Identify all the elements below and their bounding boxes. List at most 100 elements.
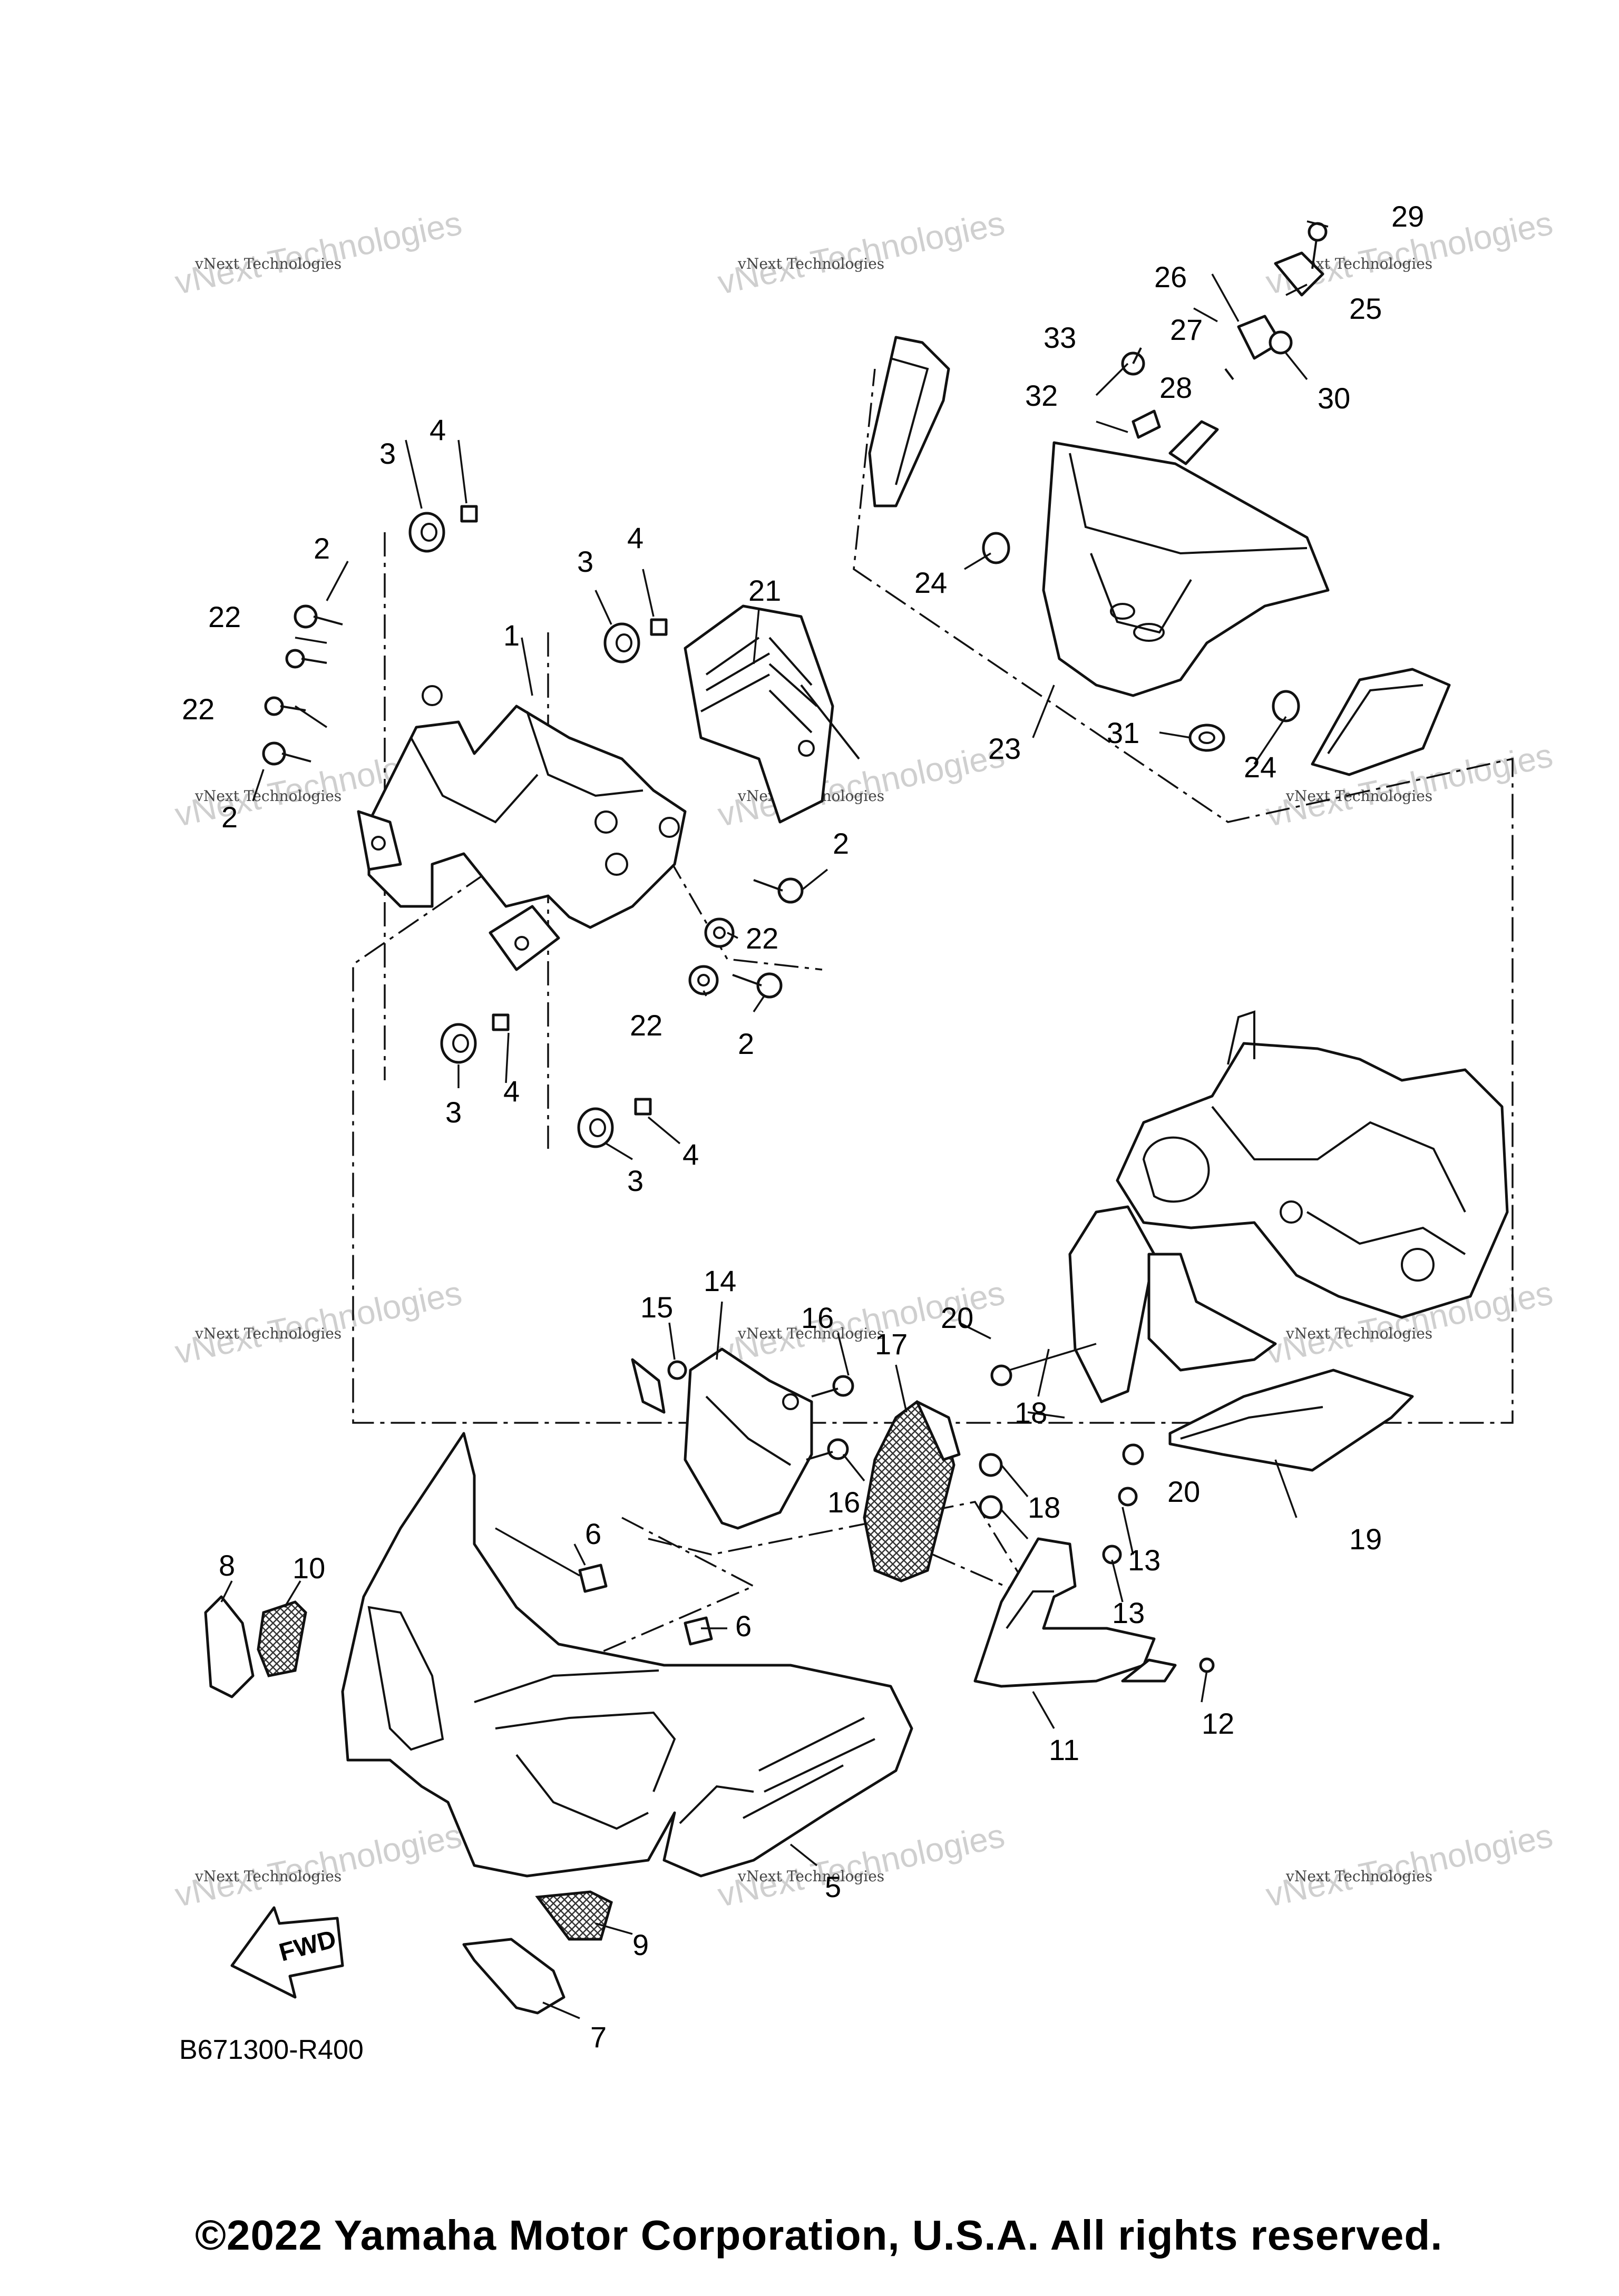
callout-15: 15 xyxy=(640,1291,673,1324)
callout-22: 22 xyxy=(182,692,214,726)
svg-text:vNext Technologies: vNext Technologies xyxy=(172,1274,465,1372)
cowl-left-panel xyxy=(204,1595,307,1698)
callout-5: 5 xyxy=(825,1870,841,1903)
callout-6: 6 xyxy=(735,1609,752,1643)
callout-26: 26 xyxy=(1154,260,1187,294)
callout-16: 16 xyxy=(827,1486,860,1519)
callout-30: 30 xyxy=(1318,382,1350,415)
diagram-code: B671300-R400 xyxy=(179,2035,364,2065)
callout-21: 21 xyxy=(748,574,781,607)
side-cowling-right xyxy=(973,1537,1215,1688)
callout-28: 28 xyxy=(1159,371,1192,404)
svg-text:vNext Technologies: vNext Technologies xyxy=(172,1816,465,1914)
callout-22: 22 xyxy=(630,1009,662,1042)
callout-2: 2 xyxy=(738,1027,754,1060)
grommet xyxy=(408,512,445,553)
headlight-housing xyxy=(1042,441,1330,697)
funnel-bolts xyxy=(667,1360,1138,1565)
callout-13: 13 xyxy=(1112,1596,1145,1629)
front-cowl xyxy=(341,1432,913,1878)
side-cover-panel xyxy=(1068,1205,1414,1472)
callout-20: 20 xyxy=(941,1301,973,1334)
callout-12: 12 xyxy=(1202,1707,1234,1740)
washer-set xyxy=(688,917,735,995)
front-bracket-stay xyxy=(357,685,687,971)
grommet xyxy=(577,1107,614,1148)
leader-lines xyxy=(220,220,1329,2019)
forward-direction-arrow: FWD xyxy=(230,1906,344,1999)
callout-7: 7 xyxy=(590,2020,607,2054)
callout-8: 8 xyxy=(219,1549,235,1582)
watermark: vNext Technologies vNext Technologies xyxy=(172,1274,465,1372)
callout-6: 6 xyxy=(585,1517,601,1550)
callout-4: 4 xyxy=(503,1074,520,1108)
callout-4: 4 xyxy=(682,1138,699,1171)
callout-3: 3 xyxy=(577,545,593,578)
callout-24: 24 xyxy=(1244,750,1276,784)
cowl-clips xyxy=(578,1564,713,1646)
air-duct-grille xyxy=(684,604,860,824)
svg-text:vNext Technologies: vNext Technologies xyxy=(1285,1868,1432,1885)
watermark: vNext Technologies vNext Technologies xyxy=(172,1816,465,1914)
svg-text:vNext Technologies: vNext Technologies xyxy=(172,204,465,302)
watermark: vNext Technologies vNext Technologies xyxy=(172,204,465,302)
callout-numbers: 1 2 2 2 2 3 3 3 3 4 4 4 4 5 6 6 7 8 9 10… xyxy=(182,200,1424,2054)
callout-16: 16 xyxy=(801,1301,834,1334)
callout-2: 2 xyxy=(221,800,238,834)
callout-32: 32 xyxy=(1025,379,1058,412)
svg-text:vNext Technologies: vNext Technologies xyxy=(737,255,884,272)
callout-14: 14 xyxy=(704,1264,736,1297)
svg-text:vNext Technologies: vNext Technologies xyxy=(194,787,342,805)
callout-31: 31 xyxy=(1107,716,1139,749)
callout-33: 33 xyxy=(1043,321,1076,354)
callout-19: 19 xyxy=(1349,1522,1382,1556)
callout-3: 3 xyxy=(379,437,396,470)
callout-17: 17 xyxy=(875,1327,908,1361)
callout-2: 2 xyxy=(314,532,330,565)
grommet-set xyxy=(408,512,640,1148)
frame-assembly xyxy=(1116,1010,1509,1319)
copyright-notice: ©2022 Yamaha Motor Corporation, U.S.A. A… xyxy=(195,2212,1443,2259)
svg-text:vNext Technologies: vNext Technologies xyxy=(737,1868,884,1885)
callout-20: 20 xyxy=(1167,1475,1200,1508)
svg-text:vNext Technologies: vNext Technologies xyxy=(737,1325,884,1342)
housing-hardware xyxy=(982,222,1328,752)
watermark: vNext Technologies vNext Technologies xyxy=(715,204,1008,302)
callout-18: 18 xyxy=(1015,1396,1047,1429)
svg-text:vNext Technologies: vNext Technologies xyxy=(1263,1816,1556,1914)
cowl-lower-parts xyxy=(462,1890,613,2015)
callout-11: 11 xyxy=(1049,1733,1079,1766)
callout-25: 25 xyxy=(1349,292,1382,325)
svg-text:vNext Technologies: vNext Technologies xyxy=(715,204,1008,302)
watermark: vNext Technologies vNext Technologies xyxy=(1263,1816,1556,1914)
svg-text:vNext Technologies: vNext Technologies xyxy=(1285,787,1432,805)
housing-side-cover-left xyxy=(868,336,950,507)
callout-9: 9 xyxy=(632,1928,649,1961)
svg-text:vNext Technologies: vNext Technologies xyxy=(1285,1325,1432,1342)
side-panel-bolts xyxy=(990,1343,1144,1465)
housing-side-cover-right xyxy=(1311,668,1451,776)
svg-text:vNext Technologies: vNext Technologies xyxy=(194,255,342,272)
callout-3: 3 xyxy=(627,1164,643,1197)
callout-29: 29 xyxy=(1391,200,1424,233)
svg-text:vNext Technologies: vNext Technologies xyxy=(194,1868,342,1885)
air-intake-funnel xyxy=(863,1400,961,1582)
callout-10: 10 xyxy=(292,1551,325,1585)
grommet xyxy=(440,1023,477,1064)
callout-27: 27 xyxy=(1170,313,1203,346)
callout-3: 3 xyxy=(445,1096,462,1129)
callout-4: 4 xyxy=(627,521,643,554)
callout-18: 18 xyxy=(1028,1491,1060,1524)
grommet xyxy=(603,622,640,663)
callout-1: 1 xyxy=(503,619,520,652)
callout-23: 23 xyxy=(988,732,1021,765)
svg-text:vNext Technologies: vNext Technologies xyxy=(194,1325,342,1342)
callout-22: 22 xyxy=(746,922,778,955)
callout-4: 4 xyxy=(430,413,446,446)
callout-24: 24 xyxy=(914,566,947,599)
inner-panel-bracket xyxy=(631,1347,813,1530)
callout-2: 2 xyxy=(833,827,849,860)
bolt-set xyxy=(262,604,804,999)
